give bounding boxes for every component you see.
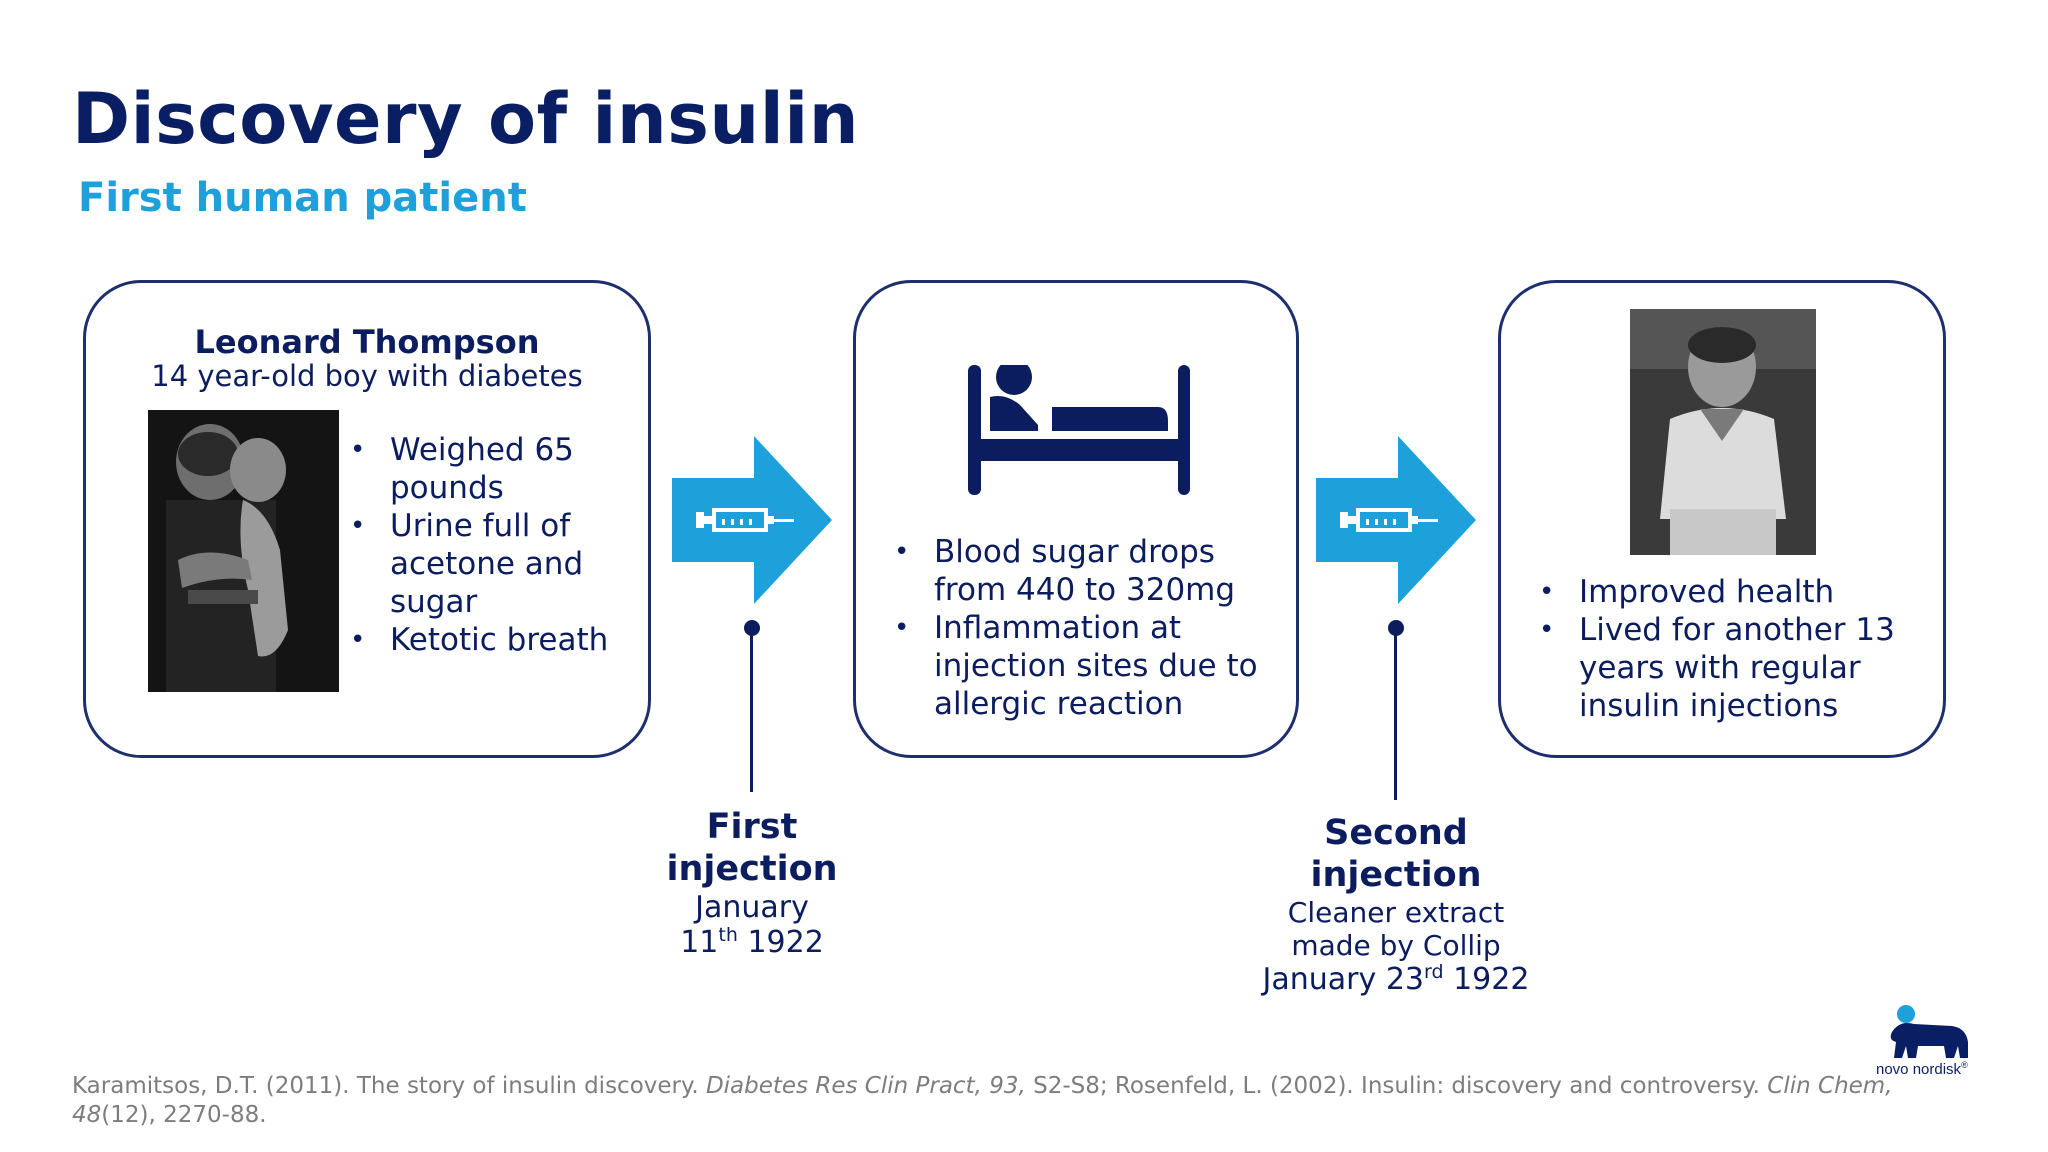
first-injection-arrow	[672, 436, 832, 604]
logo-text: novo nordisk®	[1876, 1060, 1968, 1078]
hospital-bed-icon	[968, 365, 1190, 495]
list-item: Inflammation at injection sites due to a…	[892, 609, 1292, 723]
list-item: Urine full of acetone and sugar	[348, 507, 648, 621]
patient-card: Leonard Thompson 14 year-old boy with di…	[83, 280, 651, 758]
second-injection-arrow	[1316, 436, 1476, 604]
second-injection-date: January 23rd 1922	[1262, 961, 1530, 997]
patient-name: Leonard Thompson	[194, 323, 540, 361]
second-injection-note-line2: made by Collip	[1291, 929, 1501, 962]
patient-description: 14 year-old boy with diabetes	[151, 359, 583, 393]
second-injection-title-line1: Second	[1324, 813, 1468, 853]
novo-nordisk-bull-logo	[1890, 1005, 1968, 1058]
list-item: Improved health	[1537, 573, 1947, 611]
list-item: Weighed 65 pounds	[348, 431, 648, 507]
page-subtitle: First human patient	[78, 175, 527, 221]
syringe-icon	[696, 508, 794, 532]
first-injection-result-card: Blood sugar drops from 440 to 320mg Infl…	[853, 280, 1299, 758]
first-injection-date: 11th 1922	[680, 924, 824, 960]
patient-symptoms-list: Weighed 65 pounds Urine full of acetone …	[348, 431, 648, 659]
timeline-line-second	[1394, 630, 1397, 800]
list-item: Lived for another 13 years with regular …	[1537, 611, 1947, 725]
citation-footer: Karamitsos, D.T. (2011). The story of in…	[72, 1073, 1893, 1128]
first-injection-label: First injection January 11th 1922	[640, 806, 864, 960]
first-injection-results-list: Blood sugar drops from 440 to 320mg Infl…	[892, 533, 1292, 723]
second-injection-label: Second injection Cleaner extract made by…	[1236, 812, 1556, 997]
first-injection-title-line2: injection	[666, 849, 838, 889]
second-injection-title-line2: injection	[1310, 855, 1482, 895]
mother-and-child-photo	[148, 410, 339, 692]
timeline-dot-second	[1388, 620, 1404, 636]
page-title: Discovery of insulin	[72, 78, 860, 160]
timeline-dot-first	[744, 620, 760, 636]
timeline-line-first	[750, 630, 753, 792]
list-item: Ketotic breath	[348, 621, 648, 659]
leonard-thompson-photo	[1630, 309, 1816, 555]
second-injection-note-line1: Cleaner extract	[1287, 896, 1505, 929]
syringe-icon	[1340, 508, 1438, 532]
first-injection-month: January	[695, 890, 809, 925]
outcome-list: Improved health Lived for another 13 yea…	[1537, 573, 1947, 725]
outcome-card: Improved health Lived for another 13 yea…	[1498, 280, 1946, 758]
list-item: Blood sugar drops from 440 to 320mg	[892, 533, 1292, 609]
first-injection-title-line1: First	[706, 807, 798, 847]
